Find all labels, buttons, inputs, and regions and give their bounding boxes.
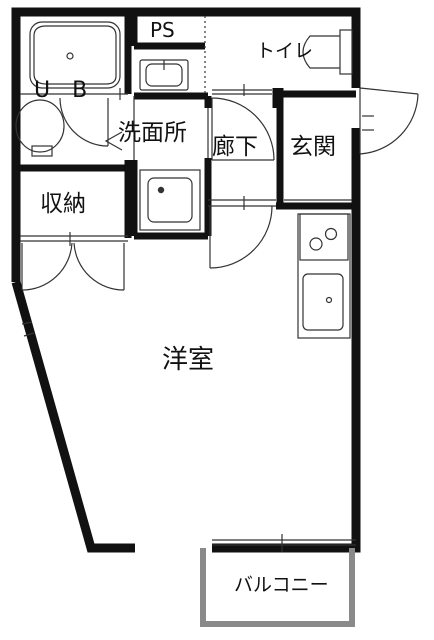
bath-door: [59, 97, 109, 147]
toilet-fixture: [302, 29, 353, 75]
room-label-balcony: バルコニー: [234, 574, 329, 596]
interior-walls: [20, 12, 356, 240]
storage-door-right: [73, 242, 125, 291]
room-label-toilet: トイレ: [256, 40, 314, 62]
room-label-ub: U B: [34, 78, 88, 103]
hallway-door: [209, 205, 273, 269]
balcony-railing: [200, 548, 355, 627]
ub-sink-mark: [104, 131, 123, 151]
room-label-western-room: 洋室: [162, 345, 215, 375]
washing-machine-pan: [139, 169, 201, 231]
outer-walls: [11, 7, 361, 553]
room-label-washroom: 洗面所: [118, 120, 187, 146]
ub-toilet: [15, 99, 65, 157]
thin-lines: [20, 16, 356, 546]
washroom-door: [211, 97, 275, 161]
storage-door-left: [21, 242, 73, 291]
room-label-entrance: 玄関: [290, 134, 336, 160]
room-label-hallway: 廊下: [212, 134, 258, 160]
doors: [21, 87, 419, 291]
kitchen-counter: [297, 213, 351, 339]
wash-basin: [139, 59, 189, 91]
entrance-door: [359, 87, 419, 155]
window-marks: [21, 84, 374, 552]
room-label-storage: 収納: [40, 191, 86, 217]
bathtub: [29, 21, 121, 89]
room-label-ps: PS: [150, 18, 175, 42]
